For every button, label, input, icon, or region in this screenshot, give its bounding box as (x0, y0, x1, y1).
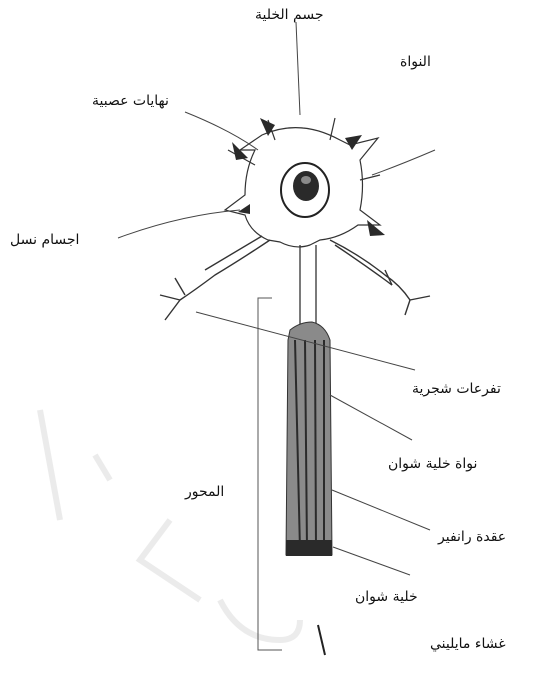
watermark (40, 410, 300, 640)
label-nucleus: النواة (400, 55, 431, 69)
nucleus-shape (281, 163, 329, 217)
label-myelin-sheath: غشاء مايليني (430, 637, 506, 651)
label-axon: المحور (185, 485, 224, 499)
label-dendrites: تفرعات شجرية (412, 382, 501, 396)
label-nerve-endings: نهايات عصبية (92, 94, 169, 108)
axon-shape (286, 245, 332, 655)
label-schwann-nucleus: نواة خلية شوان (388, 457, 477, 471)
label-nissl-bodies: اجسام نسل (10, 233, 79, 247)
label-schwann-cell: خلية شوان (355, 590, 418, 604)
dendrites-shape (160, 236, 430, 320)
label-cell-body: جسم الخلية (255, 8, 323, 22)
axon-bracket (258, 298, 282, 650)
label-ranvier-node: عقدة رانفير (438, 530, 506, 544)
